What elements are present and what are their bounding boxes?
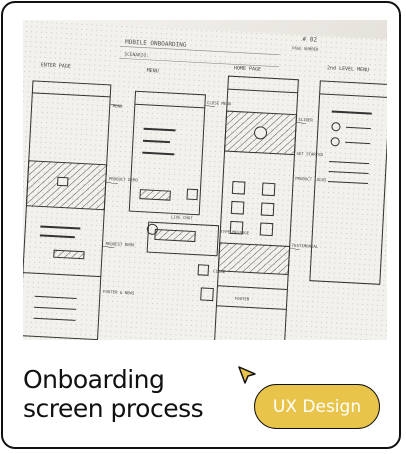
- note: PRODUCT LOGOS: [295, 176, 327, 183]
- screen-label: HOME PAGE: [234, 65, 261, 72]
- sheet-title: MOBILE ONBOARDING: [125, 39, 187, 49]
- page-number: # 02: [302, 36, 317, 44]
- card: MOBILE ONBOARDING SCENARIO: # 02 PAGE NU…: [1, 1, 401, 449]
- sketch-wireframes-photo: MOBILE ONBOARDING SCENARIO: # 02 PAGE NU…: [23, 20, 387, 340]
- page-number-label: PAGE NUMBER: [292, 45, 319, 51]
- screen-label: ENTER PAGE: [41, 62, 71, 70]
- note: REQUEST DEMO: [105, 241, 135, 248]
- note: TYPE MESSAGE: [220, 229, 250, 236]
- note: CLOSE MENU: [207, 100, 232, 106]
- cursor-pointer-icon: [238, 366, 256, 384]
- card-title: Onboarding screen process: [23, 365, 233, 423]
- card-title-line: Onboarding: [23, 365, 165, 394]
- note: TESTIMONIAL: [292, 243, 319, 249]
- note: FOOTER & NEWS: [103, 289, 135, 296]
- card-title-line: screen process: [23, 394, 204, 423]
- note: LIVE CHAT: [171, 214, 193, 220]
- screen-label: 2nd LEVEL MENU: [327, 65, 369, 73]
- note: PRODUCT DEMO: [109, 176, 139, 183]
- note: FOOTER: [235, 296, 250, 302]
- note: SLIDER: [298, 117, 313, 123]
- ux-design-tag-button[interactable]: UX Design: [254, 384, 380, 429]
- note: CLOSE: [213, 269, 226, 275]
- sheet-scenario: SCENARIO:: [124, 52, 149, 59]
- tag-label: UX Design: [272, 396, 362, 417]
- note: GET STARTED: [296, 151, 323, 157]
- screen-label: MENU: [146, 68, 158, 75]
